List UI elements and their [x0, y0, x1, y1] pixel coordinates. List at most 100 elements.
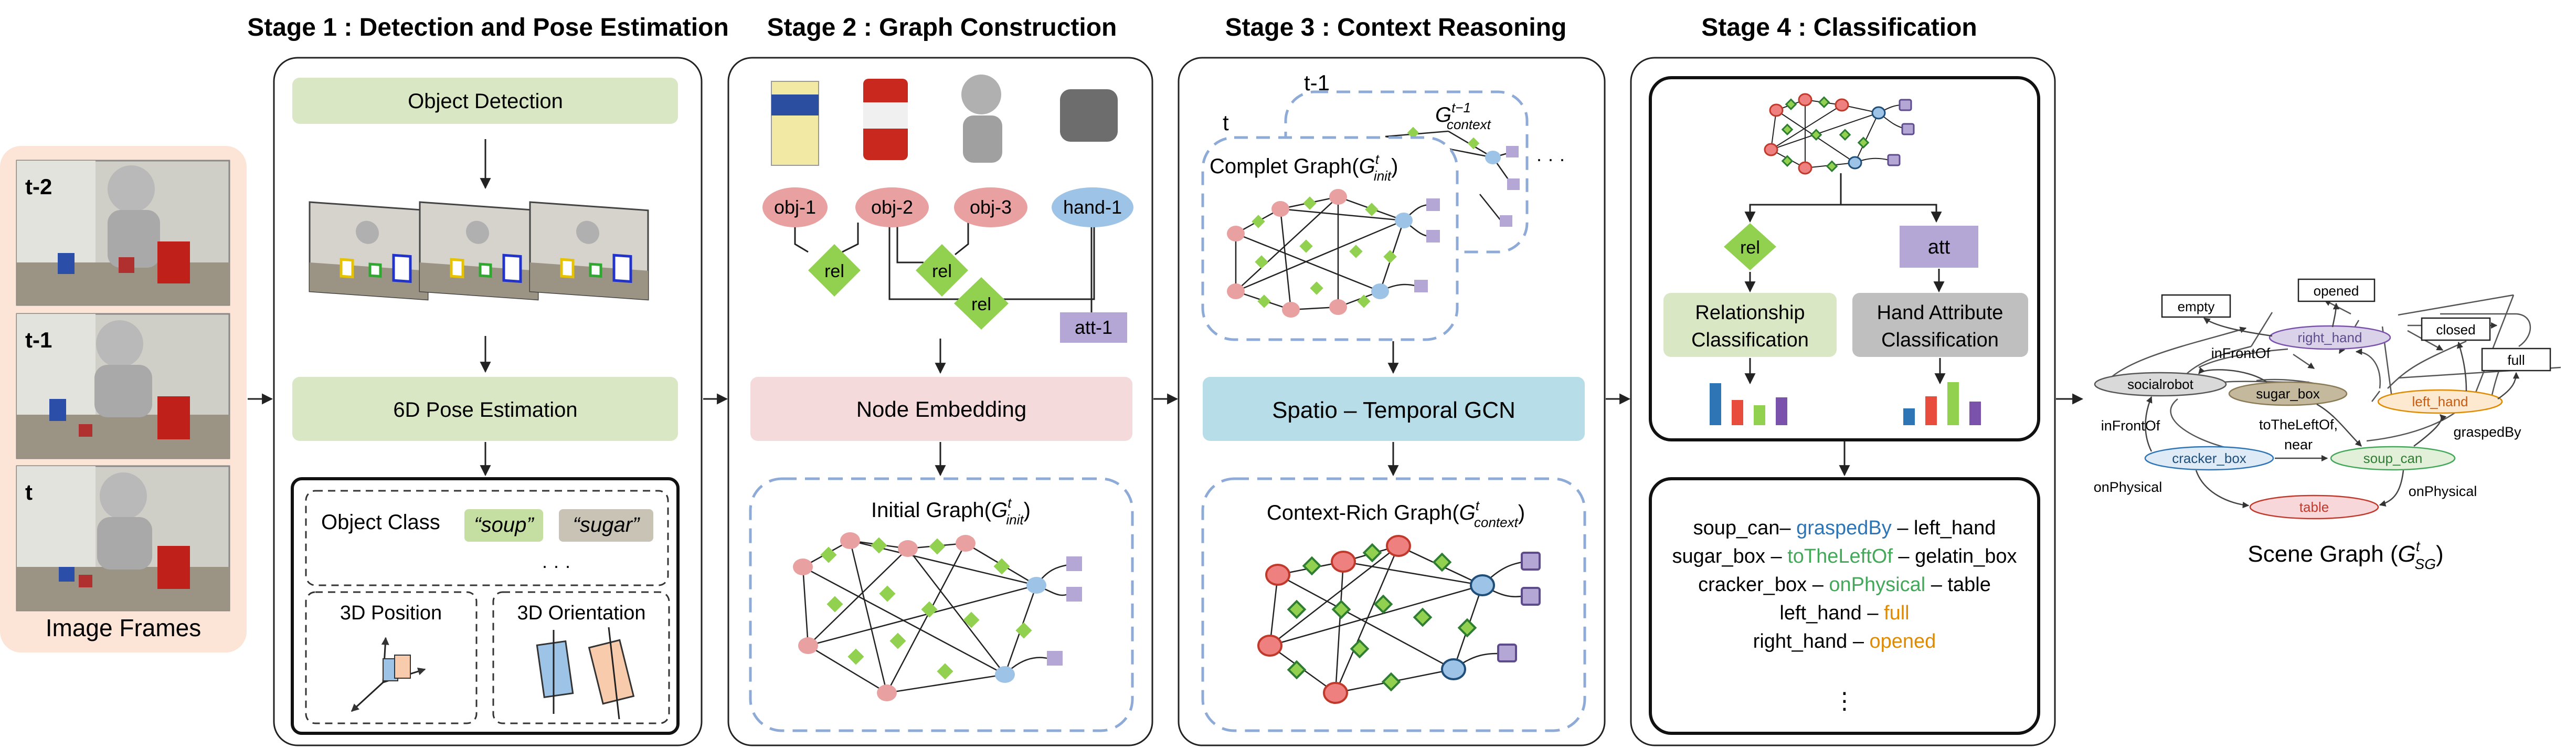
stage3-title: Stage 3 : Context Reasoning: [1225, 14, 1567, 41]
node-rel-3: [954, 277, 1009, 330]
sg-node-opened: [2297, 278, 2376, 302]
node-rel-2: [916, 244, 968, 297]
node-obj-2: [855, 187, 929, 227]
stage1-panel: Stage 1 : Detection and Pose Estimation …: [247, 14, 729, 746]
sg-node-left-hand-label: left_hand: [2412, 394, 2468, 409]
relationship-classification-box: [1663, 293, 1837, 357]
triplet-more: ⋮: [1833, 688, 1856, 714]
node-obj-3: [954, 187, 1027, 227]
attribute-score-bars: [1903, 382, 1981, 425]
image-frames-caption: Image Frames: [46, 614, 202, 641]
object-thumbnails: [771, 75, 1118, 166]
stage2-title: Stage 2 : Graph Construction: [767, 14, 1117, 41]
sg-node-socialrobot: [2094, 372, 2227, 397]
sg-node-closed: [2421, 317, 2491, 341]
sg-edge-onphysical: onPhysical: [2409, 483, 2477, 499]
sg-edge-totheleftof: toTheLeftOf,: [2259, 417, 2338, 433]
sg-node-table: [2249, 494, 2379, 520]
orientation-label: 3D Orientation: [517, 602, 645, 624]
position-axes-icon: [351, 637, 426, 712]
stage4-panel: Stage 4 : Classification: [1630, 14, 2056, 746]
sg-edge-infrontof: inFrontOf: [2101, 418, 2160, 434]
sg-node-full-label: full: [2507, 352, 2525, 368]
sg-node-empty: [2161, 294, 2231, 318]
frame-t-2: t-2: [16, 160, 230, 306]
orientation-icon: [536, 627, 635, 720]
pose-estimation-box: [292, 377, 678, 441]
sg-node-soup-can-label: soup_can: [2363, 450, 2423, 466]
node-rel-2-label: rel: [932, 261, 952, 281]
frame-t: t: [16, 465, 230, 612]
sg-node-right-hand-label: right_hand: [2298, 330, 2362, 345]
sg-node-soup-can: [2330, 446, 2456, 471]
node-embedding-label: Node Embedding: [856, 397, 1027, 422]
detection-frames: [309, 201, 649, 301]
scene-graph-edges: [2145, 302, 2520, 509]
triplet-output-box: [1649, 477, 2040, 735]
sg-edge-graspedby: graspedBy: [2453, 424, 2521, 440]
sg-node-socialrobot-label: socialrobot: [2127, 376, 2194, 392]
node-obj-1: [762, 187, 828, 227]
sg-edge-onphysical: onPhysical: [2094, 479, 2162, 495]
sg-node-left-hand: [2377, 389, 2503, 414]
node-rel-3-label: rel: [971, 294, 991, 314]
object-detection-label: Object Detection: [408, 90, 563, 113]
context-rich-graph-box: [1201, 477, 1586, 732]
triplet-row: right_hand – opened: [1753, 630, 1936, 652]
sg-node-cracker-box: [2144, 446, 2274, 471]
object-class-label: Object Class: [321, 511, 440, 534]
position-label: 3D Position: [340, 602, 442, 624]
node-obj-1-label: obj-1: [774, 196, 816, 218]
triplet-row: sugar_box – toTheLeftOf – gelatin_box: [1672, 545, 2017, 567]
sg-edge-near: near: [2284, 437, 2313, 452]
att-node: [1900, 226, 1978, 268]
pose-estimation-label: 6D Pose Estimation: [393, 398, 577, 422]
sg-node-table-label: table: [2299, 499, 2329, 515]
sg-node-sugar-box-label: sugar_box: [2256, 386, 2319, 402]
initial-graph: [793, 532, 1082, 701]
triplet-row: left_hand – full: [1779, 602, 1909, 624]
object-detection-box: [292, 78, 678, 124]
sg-node-cracker-box-label: cracker_box: [2172, 450, 2246, 466]
temporal-ellipsis: · · ·: [1536, 148, 1565, 170]
node-rel-1-label: rel: [824, 261, 844, 281]
node-obj-2-label: obj-2: [871, 196, 913, 218]
rel-node: [1724, 223, 1776, 270]
stage4-title: Stage 4 : Classification: [1701, 14, 1977, 41]
frame-label-t-2: t-2: [25, 174, 52, 199]
sg-node-closed-label: closed: [2436, 322, 2475, 338]
context-rich-graph: [1257, 535, 1541, 704]
complete-graph-box: [1201, 136, 1459, 341]
pose-output-box: Object Class “soup” “sugar” · · · 3D Pos…: [291, 477, 680, 735]
frame-label-t: t: [25, 480, 33, 504]
frame-label-t-1: t-1: [25, 328, 52, 352]
triplet-list: soup_can– graspedBy – left_hand sugar_bo…: [1672, 517, 2017, 714]
initial-graph-box: [749, 477, 1134, 732]
attribute-classification-line2: Classification: [1881, 329, 1999, 351]
sg-node-sugar-box: [2228, 381, 2348, 406]
relationship-classification-line1: Relationship: [1695, 302, 1805, 324]
class-soup-tag: [464, 509, 543, 542]
stage2-graph: obj-1 obj-2 obj-3 hand-1 rel rel rel att…: [762, 187, 1133, 343]
stage2-panel: Stage 2 : Graph Construction obj-1: [727, 14, 1153, 746]
stage4-graph: [1764, 93, 1915, 175]
class-sugar-tag: [559, 509, 653, 542]
class-more: · · ·: [542, 555, 571, 576]
frame-t-1: t-1: [16, 313, 230, 459]
scene-graph-edge-labels: inFrontOf inFrontOf toTheLeftOf, near gr…: [2094, 345, 2521, 499]
attribute-classification-box: [1852, 293, 2028, 357]
node-hand-1-label: hand-1: [1063, 196, 1122, 218]
att-node-label: att: [1928, 236, 1950, 258]
attribute-classification-line1: Hand Attribute: [1877, 302, 2003, 324]
node-obj-3-label: obj-3: [970, 196, 1012, 218]
class-sugar-text: “sugar”: [573, 513, 640, 536]
class-soup-text: “soup”: [474, 513, 534, 536]
rel-node-label: rel: [1740, 238, 1760, 258]
triplet-row: cracker_box – onPhysical – table: [1698, 574, 1991, 596]
